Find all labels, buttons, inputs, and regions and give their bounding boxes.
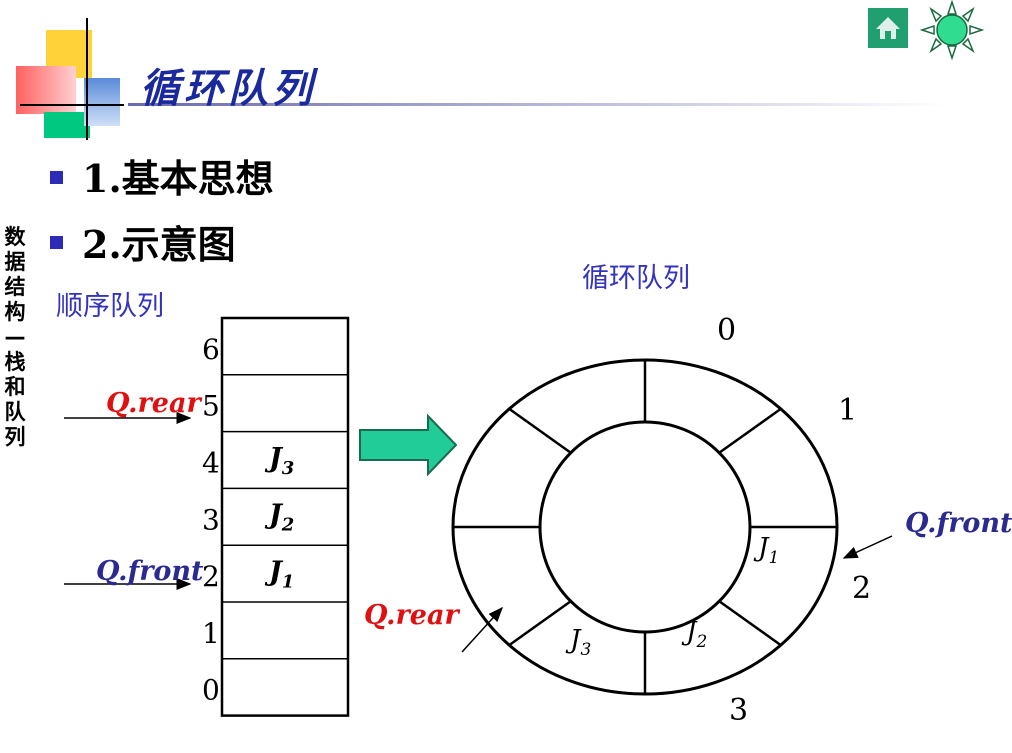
linear-index-5: 5 [202, 390, 220, 423]
circ-element-j3: J3 [565, 625, 591, 660]
transition-arrow [359, 413, 458, 477]
linear-index-0: 0 [202, 674, 220, 707]
linear-index-4: 4 [202, 446, 220, 479]
bullet-marker-2 [50, 236, 63, 249]
circ-element-j2: J2 [681, 617, 707, 652]
bullet-basic-idea: 1.基本思想 [82, 156, 274, 201]
linear-front-label: Q.front [96, 556, 204, 587]
svg-text:J2: J2 [681, 617, 707, 652]
linear-index-2: 2 [202, 560, 220, 593]
linear-queue-label: 顺序队列 [56, 291, 164, 322]
sun-icon[interactable] [920, 0, 984, 60]
linear-rear-label: Q.rear [106, 388, 202, 419]
linear-cell-j2: J2 [264, 500, 294, 536]
circ-rear-label: Q.rear [364, 600, 460, 631]
svg-text:J3: J3 [565, 625, 591, 660]
bullet-marker-1 [50, 171, 63, 184]
logo-decoration [0, 0, 130, 140]
linear-cell-j3: J3 [264, 443, 294, 479]
circ-rear-arrow [461, 606, 504, 653]
linear-index-3: 3 [202, 503, 220, 536]
linear-queue-column [220, 316, 350, 717]
circular-slot-divider [718, 407, 782, 454]
home-icon[interactable] [868, 8, 908, 48]
title-underline [128, 103, 948, 106]
circ-element-j1: J1 [753, 533, 779, 568]
circular-slot-divider [718, 600, 782, 647]
circular-slot-divider [508, 600, 572, 647]
circ-position-0: 0 [717, 313, 736, 348]
circular-queue-label: 循环队列 [582, 263, 690, 294]
circ-position-3: 3 [729, 693, 748, 728]
circular-slot-divider [508, 407, 572, 454]
page-title: 循环队列 [140, 66, 316, 112]
svg-text:J1: J1 [753, 533, 779, 568]
bullet-diagram: 2.示意图 [82, 222, 236, 267]
side-label: 数据结 构—栈 和队列 [4, 225, 26, 449]
linear-index-1: 1 [202, 617, 220, 650]
circ-position-2: 2 [852, 571, 871, 606]
linear-index-6: 6 [202, 333, 220, 366]
circ-front-label: Q.front [905, 508, 1012, 539]
circ-position-1: 1 [838, 393, 857, 428]
circular-inner-ring [538, 420, 752, 634]
circ-front-arrow [842, 535, 893, 559]
linear-cell-j1: J1 [264, 556, 294, 592]
